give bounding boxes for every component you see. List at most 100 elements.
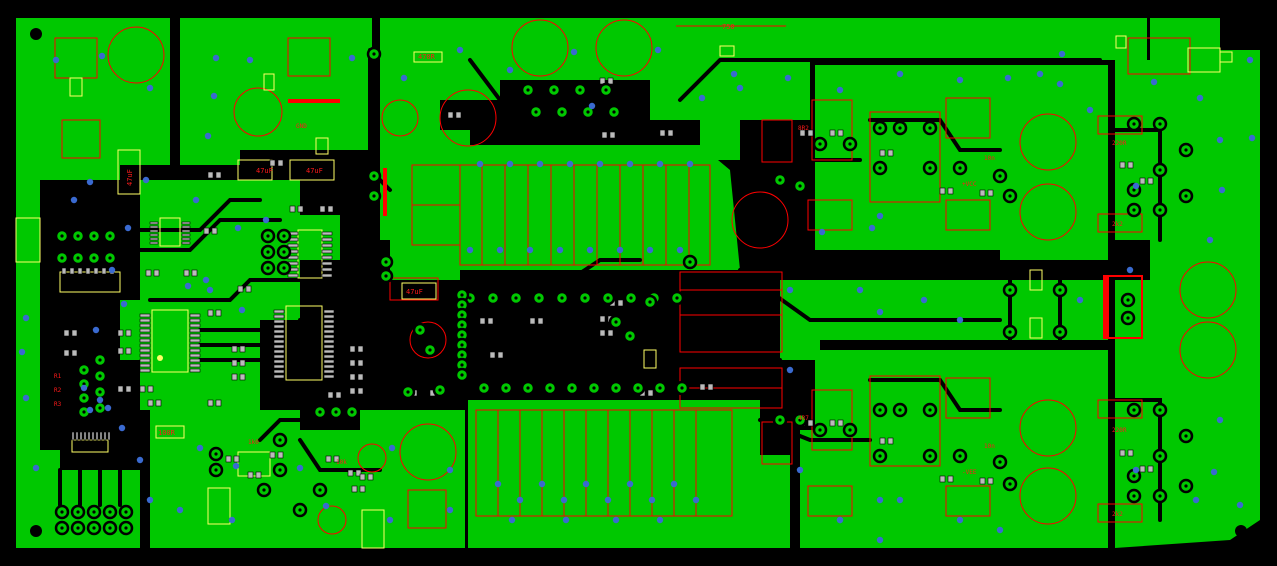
pad-hole [504,386,508,390]
pad-hole [958,166,962,170]
label-cap: 10n [984,443,995,450]
via [466,246,474,254]
outline-cap [511,19,569,77]
label-res: 220R [1112,140,1127,147]
via [516,496,524,504]
via [506,160,514,168]
via [670,480,678,488]
smd-pad [71,329,78,337]
ic-pad [99,431,103,441]
ic-pad [189,363,201,368]
smd-pad [487,317,494,325]
pad-hole [606,296,610,300]
pad-hole [1158,494,1162,498]
smd-pad [125,385,132,393]
ic-pad [321,273,333,278]
ic-pad [93,267,99,275]
ic-pad [139,318,151,323]
smd-pad [537,317,544,325]
pad-hole [534,110,538,114]
smd-pad [599,315,606,323]
label-res: 220R [1112,427,1127,434]
pad-hole [548,386,552,390]
pad-hole [1008,482,1012,486]
via [654,46,662,54]
label-cap: 47uF [256,167,273,175]
smd-pad [359,473,366,481]
via [876,308,884,316]
smd-pad [183,269,190,277]
ic-pad [323,344,335,349]
label-net: GND [296,123,307,130]
smd-pad [829,419,836,427]
smd-pad [239,359,246,367]
via [856,286,864,294]
smd-pad [601,131,608,139]
via [98,52,106,60]
smd-pad [125,329,132,337]
red-jumper-bars [288,99,1109,338]
outline-cap [409,321,447,359]
pad-hole [460,303,464,307]
outline-cap [381,99,419,137]
label-res: 1k0 [248,439,259,446]
outline-cap [107,26,165,84]
via [1132,466,1140,474]
smd-pad [607,329,614,337]
pad-hole [372,174,376,178]
label-res: 4R7 [798,415,809,422]
outline-cap [439,89,497,147]
via [32,464,40,472]
ic-pad [287,243,299,248]
label-res: 10k [336,459,347,466]
pad-hole [60,510,64,514]
pad-hole [636,386,640,390]
ic-pad [149,233,159,237]
via [388,444,396,452]
smd-pad [979,189,986,197]
pad-hole [1008,194,1012,198]
smd-pad [599,329,606,337]
via [626,480,634,488]
ic-pad [139,333,151,338]
ic-pad [323,319,335,324]
mounting-hole-icon [1235,28,1247,40]
via [204,132,212,140]
through-hole-pads [54,46,1194,536]
label-res: 2k2 [1112,511,1123,518]
pad-hole [928,454,932,458]
smd-pad [233,455,240,463]
pour-lower-left [150,410,465,548]
ic-pad [273,334,285,339]
mounting-hole-icon [1235,525,1247,537]
via [86,178,94,186]
track [868,118,1002,152]
pad-hole [92,234,96,238]
via [896,496,904,504]
track [758,418,872,442]
smd-pad [207,309,214,317]
pad-hole [98,390,102,394]
ic-pad [273,364,285,369]
smd-pad [447,111,454,119]
outline-cap [233,87,283,137]
smd-pad [355,469,362,477]
smd-pad [837,419,844,427]
pad-hole [460,323,464,327]
via [586,246,594,254]
ic-pad [273,309,285,314]
via [1236,501,1244,509]
smd-pad [799,129,806,137]
ic-pad [139,328,151,333]
pad-hole [384,274,388,278]
ic-pad [323,349,335,354]
pad-hole [1132,408,1136,412]
pour-right-strip [1115,60,1150,240]
pad-hole [570,386,574,390]
smd-pad [887,437,894,445]
via [566,160,574,168]
via [232,462,240,470]
ic-pad [189,353,201,358]
pad-hole [108,234,112,238]
ic-pad [149,237,159,241]
